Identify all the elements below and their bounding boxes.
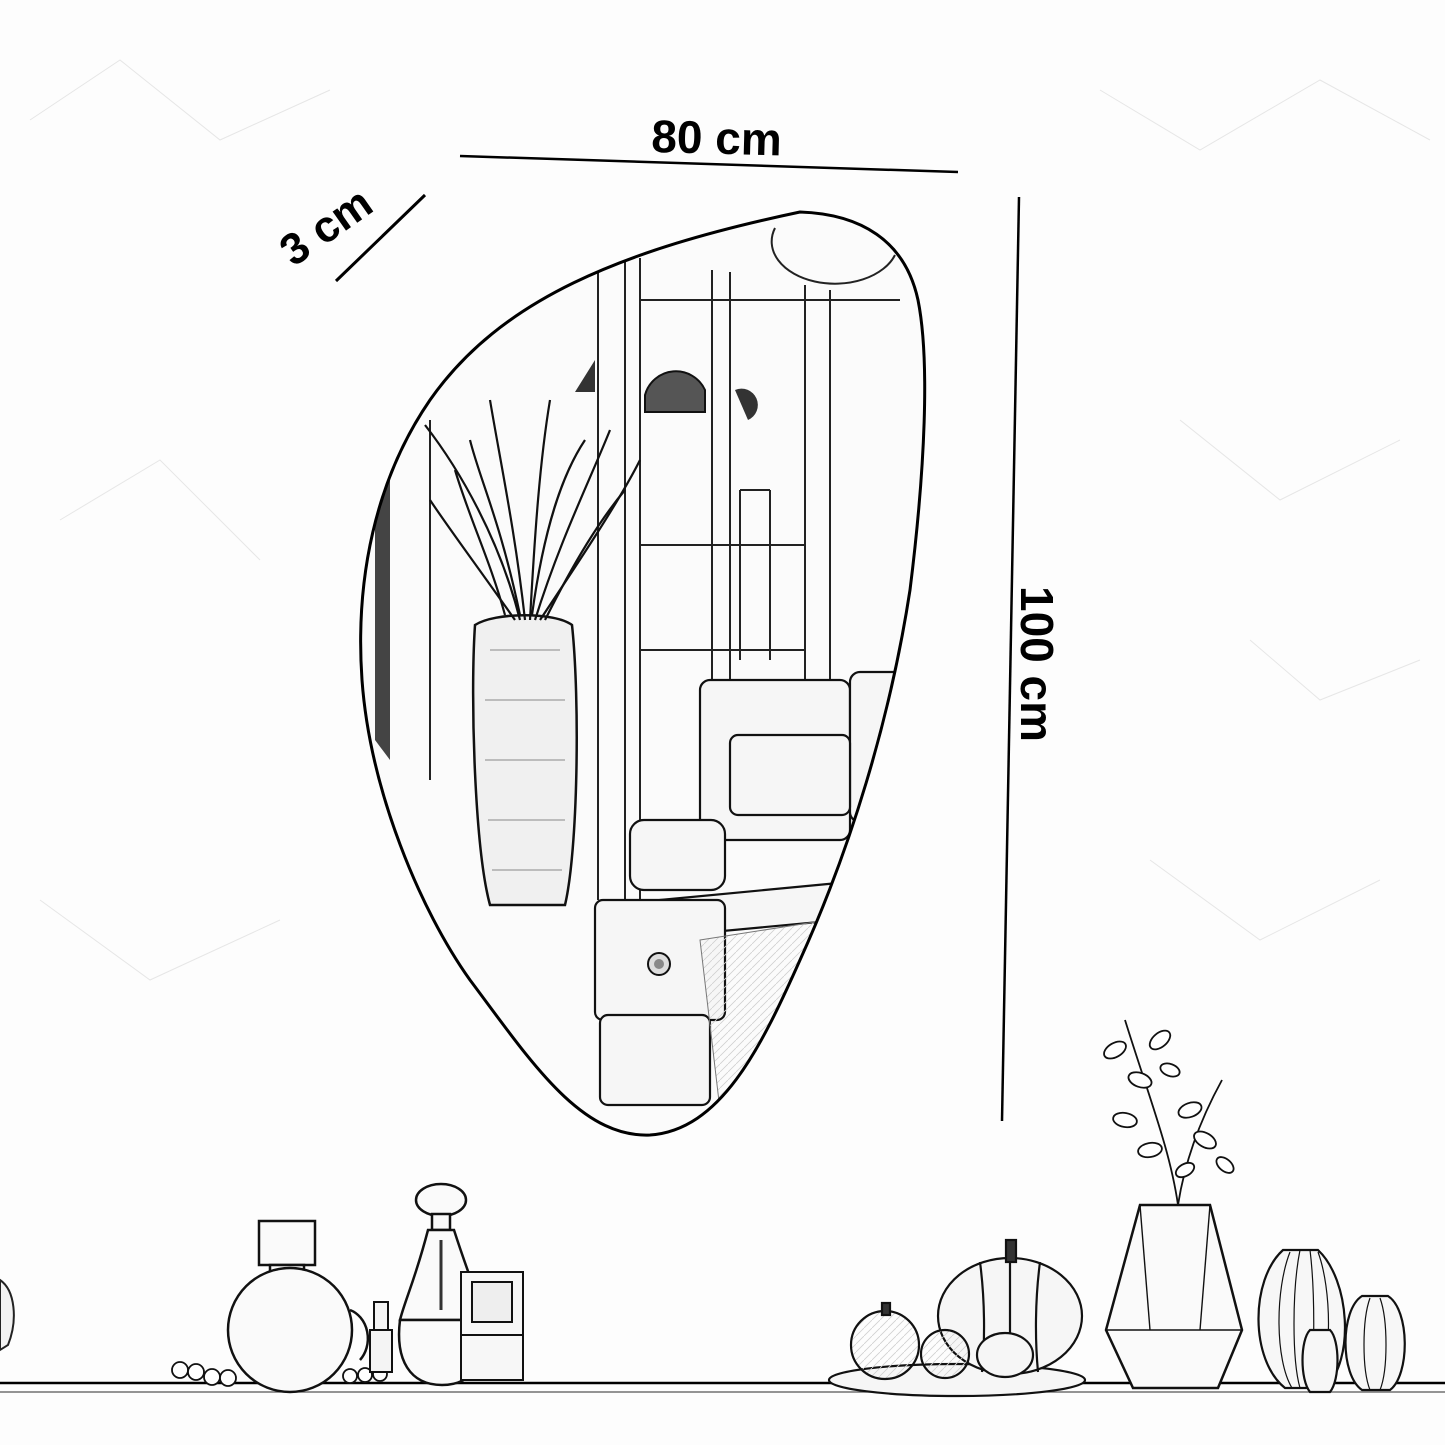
depth-dimension-line — [334, 193, 427, 283]
ribbed-vase-icon — [1257, 1248, 1406, 1394]
plant-icon — [1103, 1019, 1235, 1206]
asymmetric-mirror-icon — [359, 210, 927, 1137]
pumpkin-icon — [827, 1238, 1087, 1398]
height-dimension-line — [1000, 196, 1021, 1122]
width-label: 80 cm — [650, 110, 783, 166]
height-label: 100 cm — [1011, 586, 1063, 743]
background-texture — [29, 59, 1431, 981]
vase-icon — [1104, 1203, 1244, 1390]
width-dimension-line — [459, 154, 959, 174]
perfume-bottle-icon — [171, 1219, 388, 1394]
cosmetic-box-icon — [460, 1271, 524, 1381]
lipstick-icon — [369, 1301, 393, 1373]
edge-vase-icon — [0, 1278, 15, 1352]
